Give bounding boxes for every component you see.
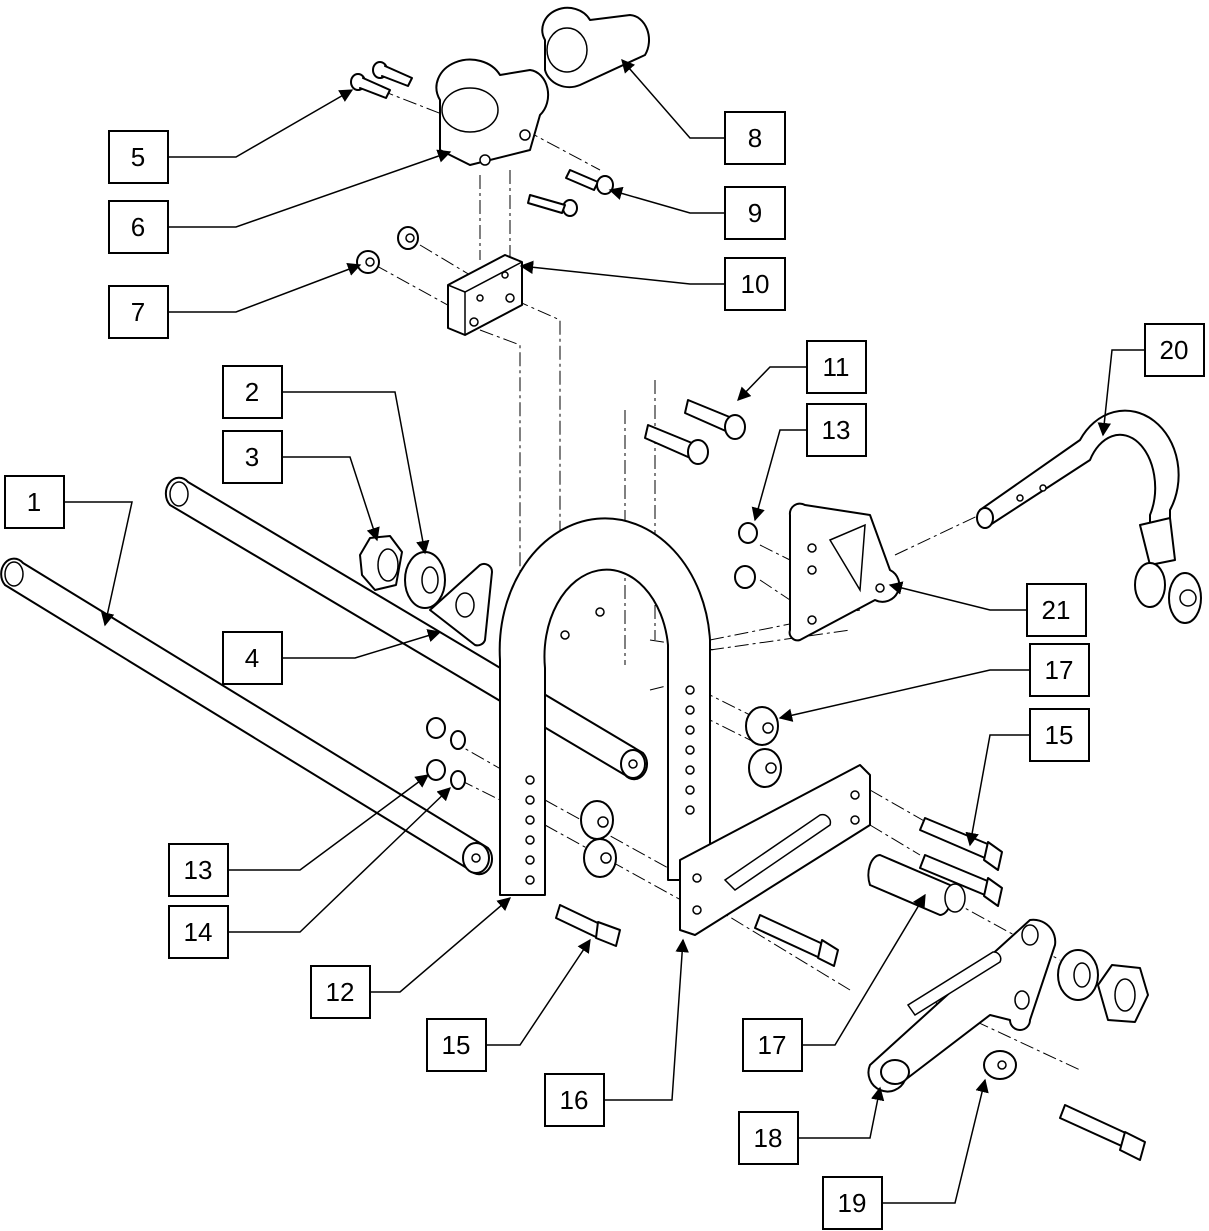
svg-text:16: 16: [560, 1085, 589, 1115]
svg-text:17: 17: [1045, 655, 1074, 685]
callout-11: 11: [806, 340, 867, 394]
mounting-block: [447, 254, 523, 336]
svg-text:17: 17: [758, 1030, 787, 1060]
coil-spring: [867, 854, 966, 916]
svg-text:18: 18: [754, 1123, 783, 1153]
spacers-lower: [580, 800, 617, 878]
callout-17-upper: 17: [1029, 643, 1090, 697]
hex-bolts-right: [919, 817, 1003, 907]
svg-text:6: 6: [131, 212, 145, 242]
svg-text:19: 19: [838, 1188, 867, 1218]
cap-screws-pair: [350, 61, 413, 99]
lock-nuts-washers: [426, 717, 466, 790]
hex-nut-large: [359, 535, 403, 591]
callout-18: 18: [738, 1111, 799, 1165]
long-axle-tube: [0, 557, 494, 876]
svg-text:2: 2: [245, 377, 259, 407]
callout-10: 10: [724, 257, 786, 311]
split-sleeve: [541, 6, 651, 89]
svg-text:21: 21: [1042, 595, 1071, 625]
clamp-screws: [527, 169, 614, 217]
svg-text:13: 13: [822, 415, 851, 445]
callout-16: 16: [544, 1073, 605, 1127]
svg-text:8: 8: [748, 123, 762, 153]
lock-nuts-plate: [734, 522, 758, 589]
svg-text:13: 13: [184, 855, 213, 885]
callout-21: 21: [1026, 583, 1087, 637]
svg-text:9: 9: [748, 198, 762, 228]
svg-text:15: 15: [1045, 720, 1074, 750]
hex-bolt-bottom: [1059, 1104, 1146, 1161]
callout-8: 8: [724, 111, 786, 165]
washer-nut-right: [1057, 949, 1149, 1023]
small-washer: [983, 1050, 1017, 1080]
svg-text:1: 1: [27, 487, 41, 517]
callout-14: 14: [168, 905, 229, 959]
callout-3: 3: [222, 430, 283, 484]
caster-bracket: [788, 502, 901, 642]
callout-13-lower: 13: [168, 843, 229, 897]
svg-text:3: 3: [245, 442, 259, 472]
u-shaped-bracket: [498, 517, 711, 896]
callout-9: 9: [724, 186, 786, 240]
callout-4: 4: [222, 631, 283, 685]
callout-13-upper: 13: [806, 403, 867, 457]
callout-15-left: 15: [426, 1018, 487, 1072]
small-nut-top: [397, 226, 419, 250]
svg-text:10: 10: [741, 269, 770, 299]
svg-text:12: 12: [326, 977, 355, 1007]
leader-lines: [64, 58, 1145, 1204]
caster-mount-plate: [867, 918, 1057, 1093]
callout-19: 19: [822, 1176, 883, 1230]
svg-text:20: 20: [1160, 335, 1189, 365]
callout-2: 2: [222, 365, 283, 419]
svg-text:11: 11: [823, 352, 850, 382]
caster-fork-wheel: [976, 409, 1202, 624]
callout-17-lower: 17: [742, 1018, 803, 1072]
svg-text:14: 14: [184, 917, 213, 947]
callout-6: 6: [108, 200, 169, 254]
callout-20: 20: [1144, 323, 1205, 377]
tube-clamp: [435, 58, 550, 166]
svg-text:5: 5: [131, 142, 145, 172]
triangular-tab-plate: [429, 562, 494, 647]
callout-7: 7: [108, 285, 169, 339]
hex-bolt-middle: [754, 914, 839, 967]
svg-text:15: 15: [442, 1030, 471, 1060]
flat-washer-large: [404, 551, 446, 609]
callout-1: 1: [4, 475, 65, 529]
callout-12: 12: [310, 965, 371, 1019]
slotted-adapter-plate: [679, 764, 871, 936]
callout-5: 5: [108, 130, 169, 184]
svg-text:7: 7: [131, 297, 145, 327]
spacers-upper: [745, 706, 782, 788]
hex-bolt-left: [555, 904, 621, 947]
button-head-bolts: [644, 399, 746, 465]
small-nut-left: [356, 250, 380, 274]
callout-15-right: 15: [1029, 708, 1090, 762]
svg-text:4: 4: [245, 643, 259, 673]
